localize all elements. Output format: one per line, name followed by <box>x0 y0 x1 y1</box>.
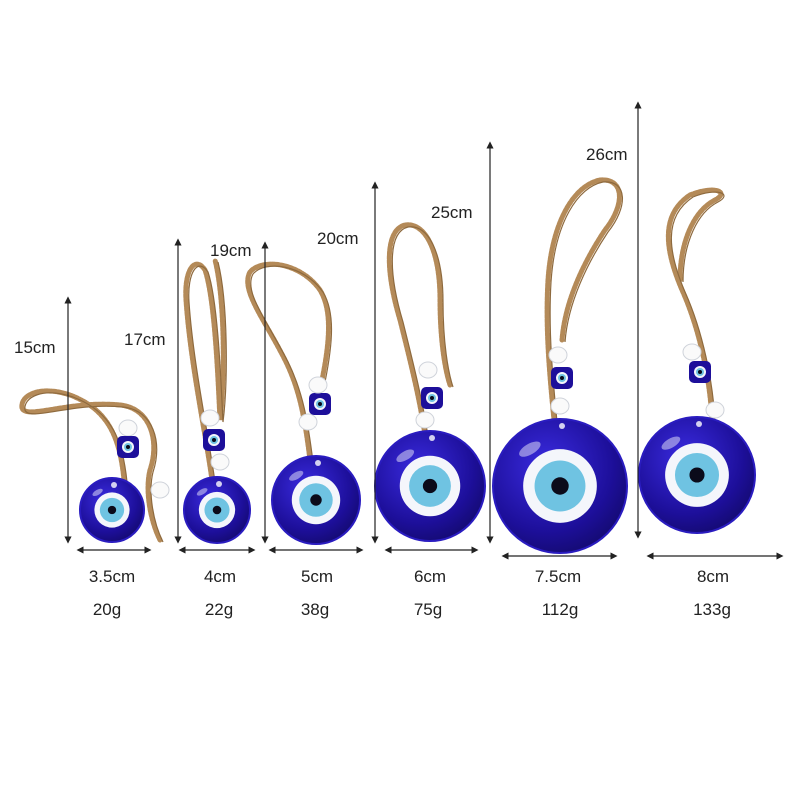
bead-eye-pupil-4 <box>430 396 434 400</box>
white-bead-6-2 <box>682 343 702 361</box>
white-bead-1-0 <box>118 419 138 437</box>
evil-eye-pupil-1 <box>107 505 117 515</box>
rope-shadow-5 <box>549 181 623 433</box>
glass-highlight-3 <box>289 470 304 481</box>
bead-eye-pupil-3 <box>318 402 322 406</box>
white-bead-6-0 <box>705 401 725 419</box>
white-bead-3-2 <box>308 376 328 394</box>
beads-layer <box>117 343 725 499</box>
glass-highlight-2 <box>196 488 208 496</box>
weight-label-6: 133g <box>693 600 731 619</box>
hanging-hole-6 <box>696 421 702 427</box>
glass-highlight-4 <box>396 449 415 462</box>
white-bead-3-0 <box>298 413 318 431</box>
rope-shadow-3 <box>250 265 333 463</box>
rope-shadow-4 <box>391 226 454 438</box>
diameter-label-1: 3.5cm <box>88 567 136 586</box>
bead-eye-pupil-6 <box>698 370 702 374</box>
glass-highlight-5 <box>519 441 541 457</box>
rope-shadow-1 <box>24 392 164 543</box>
bead-eye-pupil-2 <box>212 438 216 442</box>
rope-5 <box>544 177 622 433</box>
rope-shadow-6 <box>670 191 725 423</box>
rope-6 <box>665 187 724 423</box>
diameter-label-2: 4cm <box>203 567 237 586</box>
glass-highlight-6 <box>661 436 681 450</box>
eyes-layer <box>79 416 756 554</box>
evil-eye-pupil-2 <box>212 505 222 515</box>
weight-label-3: 38g <box>300 600 330 619</box>
hanging-hole-1 <box>111 482 117 488</box>
length-label-5: 25cm <box>431 203 473 222</box>
rope-4 <box>386 222 453 438</box>
ropes-layer <box>19 177 725 543</box>
bead-eye-pupil-1 <box>126 445 130 449</box>
diameter-label-6: 8cm <box>696 567 730 586</box>
length-label-1: 15cm <box>14 338 56 357</box>
diameter-label-5: 7.5cm <box>534 567 582 586</box>
weight-label-5: 112g <box>541 600 579 619</box>
white-bead-2-2 <box>210 453 230 471</box>
evil-eye-pupil-4 <box>422 478 438 494</box>
hanging-hole-2 <box>216 481 222 487</box>
hanging-hole-3 <box>315 460 321 466</box>
rope-2 <box>183 257 226 483</box>
evil-eye-pupil-3 <box>310 494 322 506</box>
hanging-hole-5 <box>559 423 565 429</box>
weight-label-2: 22g <box>204 600 234 619</box>
white-bead-4-2 <box>418 361 438 379</box>
glass-highlight-1 <box>92 488 103 497</box>
evil-eye-pupil-6 <box>689 467 705 483</box>
white-bead-5-0 <box>550 397 570 415</box>
length-label-2: 17cm <box>124 330 166 349</box>
length-label-4: 20cm <box>317 229 359 248</box>
hanging-hole-4 <box>429 435 435 441</box>
evil-eye-pupil-5 <box>551 477 569 495</box>
rope-shadow-2 <box>188 261 227 483</box>
length-label-6: 26cm <box>586 145 628 164</box>
white-bead-4-0 <box>415 411 435 429</box>
bead-eye-pupil-5 <box>560 376 564 380</box>
weight-label-4: 75g <box>413 600 443 619</box>
weight-label-1: 20g <box>92 600 122 619</box>
rope-3 <box>245 261 331 463</box>
white-bead-2-0 <box>200 409 220 427</box>
diameter-label-3: 5cm <box>300 567 334 586</box>
length-label-3: 19cm <box>210 241 252 260</box>
white-bead-1-2 <box>150 481 170 499</box>
white-bead-5-2 <box>548 346 568 364</box>
arrows-layer <box>64 101 784 560</box>
diameter-label-4: 6cm <box>413 567 447 586</box>
